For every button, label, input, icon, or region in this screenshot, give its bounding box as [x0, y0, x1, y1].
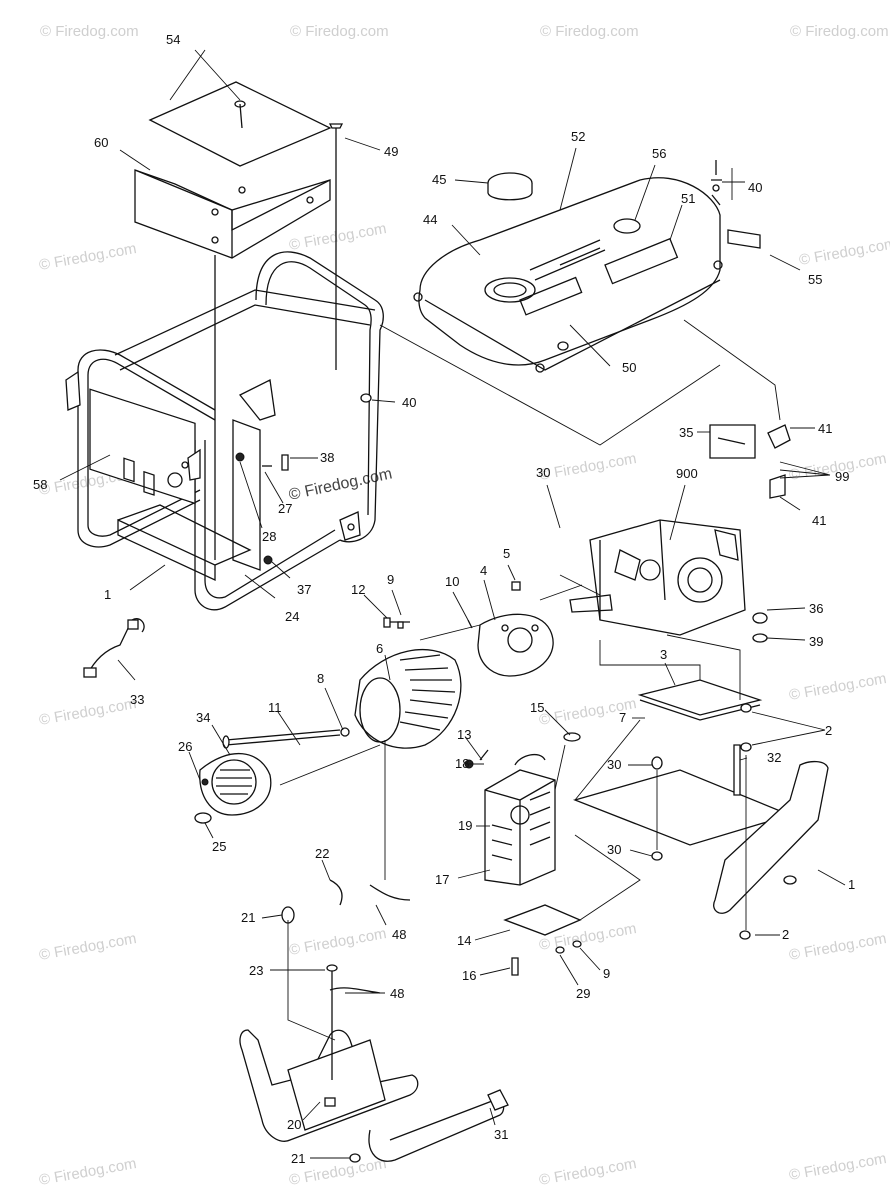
- callout-label: 44: [423, 212, 437, 227]
- callout-label: 6: [376, 641, 383, 656]
- callout-label: 99: [835, 469, 849, 484]
- watermark: © Firedog.com: [788, 670, 888, 704]
- callout-label: 5: [503, 546, 510, 561]
- callout-label: 10: [445, 574, 459, 589]
- callout-label: 14: [457, 933, 471, 948]
- callout-label: 28: [262, 529, 276, 544]
- callout-label: 9: [603, 966, 610, 981]
- callout-label: 48: [390, 986, 404, 1001]
- callout-label: 26: [178, 739, 192, 754]
- callout-label: 60: [94, 135, 108, 150]
- callout-label: 37: [297, 582, 311, 597]
- muffler: [464, 732, 582, 936]
- callout-label: 48: [392, 927, 406, 942]
- callout-label: 33: [130, 692, 144, 707]
- callout-label: 50: [622, 360, 636, 375]
- watermark: © Firedog.com: [38, 930, 138, 964]
- callout-label: 17: [435, 872, 449, 887]
- callout-label: 40: [748, 180, 762, 195]
- fuel-tank: [413, 160, 791, 499]
- callout-label: 1: [848, 877, 855, 892]
- hardware: [83, 123, 768, 1163]
- watermark: © Firedog.com: [288, 925, 388, 959]
- callout-label: 25: [212, 839, 226, 854]
- callout-label: 49: [384, 144, 398, 159]
- frame: [65, 251, 384, 611]
- watermark: © Firedog.com: [540, 23, 639, 40]
- watermark-center: © Firedog.com: [287, 465, 393, 503]
- callout-label: 22: [315, 846, 329, 861]
- callout-label: 36: [809, 601, 823, 616]
- top-cover-panel: [134, 81, 332, 259]
- callout-label: 4: [480, 563, 487, 578]
- watermark: © Firedog.com: [788, 930, 888, 964]
- watermark: © Firedog.com: [38, 1155, 138, 1189]
- callout-label: 21: [241, 910, 255, 925]
- callout-label: 32: [767, 750, 781, 765]
- watermark: © Firedog.com: [38, 240, 138, 274]
- callout-label: 13: [457, 727, 471, 742]
- callout-label: 2: [782, 927, 789, 942]
- callout-label: 29: [576, 986, 590, 1001]
- callout-label: 38: [320, 450, 334, 465]
- watermark: © Firedog.com: [290, 23, 389, 40]
- callout-label: 41: [818, 421, 832, 436]
- callout-labels: 54 60 49 52 56 45 40 51 44 55 50 40 38 3…: [33, 32, 855, 1166]
- callout-label: 1: [104, 587, 111, 602]
- callout-label: 2: [825, 723, 832, 738]
- callout-label: 55: [808, 272, 822, 287]
- callout-label: 3: [660, 647, 667, 662]
- callout-label: 34: [196, 710, 210, 725]
- watermark: © Firedog.com: [40, 23, 139, 40]
- callout-label: 40: [402, 395, 416, 410]
- callout-label: 23: [249, 963, 263, 978]
- callout-label: 11: [268, 700, 282, 715]
- alternator: [194, 581, 554, 824]
- callout-label: 19: [458, 818, 472, 833]
- callout-label: 900: [676, 466, 698, 481]
- watermark: © Firedog.com: [288, 220, 388, 254]
- callout-label: 30: [607, 842, 621, 857]
- watermark: © Firedog.com: [538, 450, 638, 484]
- engine: [557, 341, 746, 636]
- callout-label: 20: [287, 1117, 301, 1132]
- watermark: © Firedog.com: [788, 1150, 888, 1184]
- callout-label: 52: [571, 129, 585, 144]
- callout-label: 58: [33, 477, 47, 492]
- watermark: © Firedog.com: [538, 1155, 638, 1189]
- callout-label: 51: [681, 191, 695, 206]
- callout-label: 16: [462, 968, 476, 983]
- callout-label: 56: [652, 146, 666, 161]
- assembly-lines: [279, 319, 781, 1041]
- leader-lines: [59, 49, 846, 1159]
- callout-label: 7: [619, 710, 626, 725]
- callout-label: 54: [166, 32, 180, 47]
- callout-label: 18: [455, 756, 469, 771]
- callout-label: 15: [530, 700, 544, 715]
- callout-label: 35: [679, 425, 693, 440]
- base-rails: [239, 679, 829, 1162]
- callout-label: 41: [812, 513, 826, 528]
- callout-label: 27: [278, 501, 292, 516]
- watermark: © Firedog.com: [790, 23, 889, 40]
- callout-label: 21: [291, 1151, 305, 1166]
- callout-label: 45: [432, 172, 446, 187]
- callout-label: 8: [317, 671, 324, 686]
- callout-label: 39: [809, 634, 823, 649]
- callout-label: 9: [387, 572, 394, 587]
- callout-label: 30: [607, 757, 621, 772]
- callout-label: 31: [494, 1127, 508, 1142]
- watermark: © Firedog.com: [798, 235, 890, 269]
- callout-label: 12: [351, 582, 365, 597]
- watermark: © Firedog.com: [38, 695, 138, 729]
- callout-label: 24: [285, 609, 299, 624]
- callout-label: 30: [536, 465, 550, 480]
